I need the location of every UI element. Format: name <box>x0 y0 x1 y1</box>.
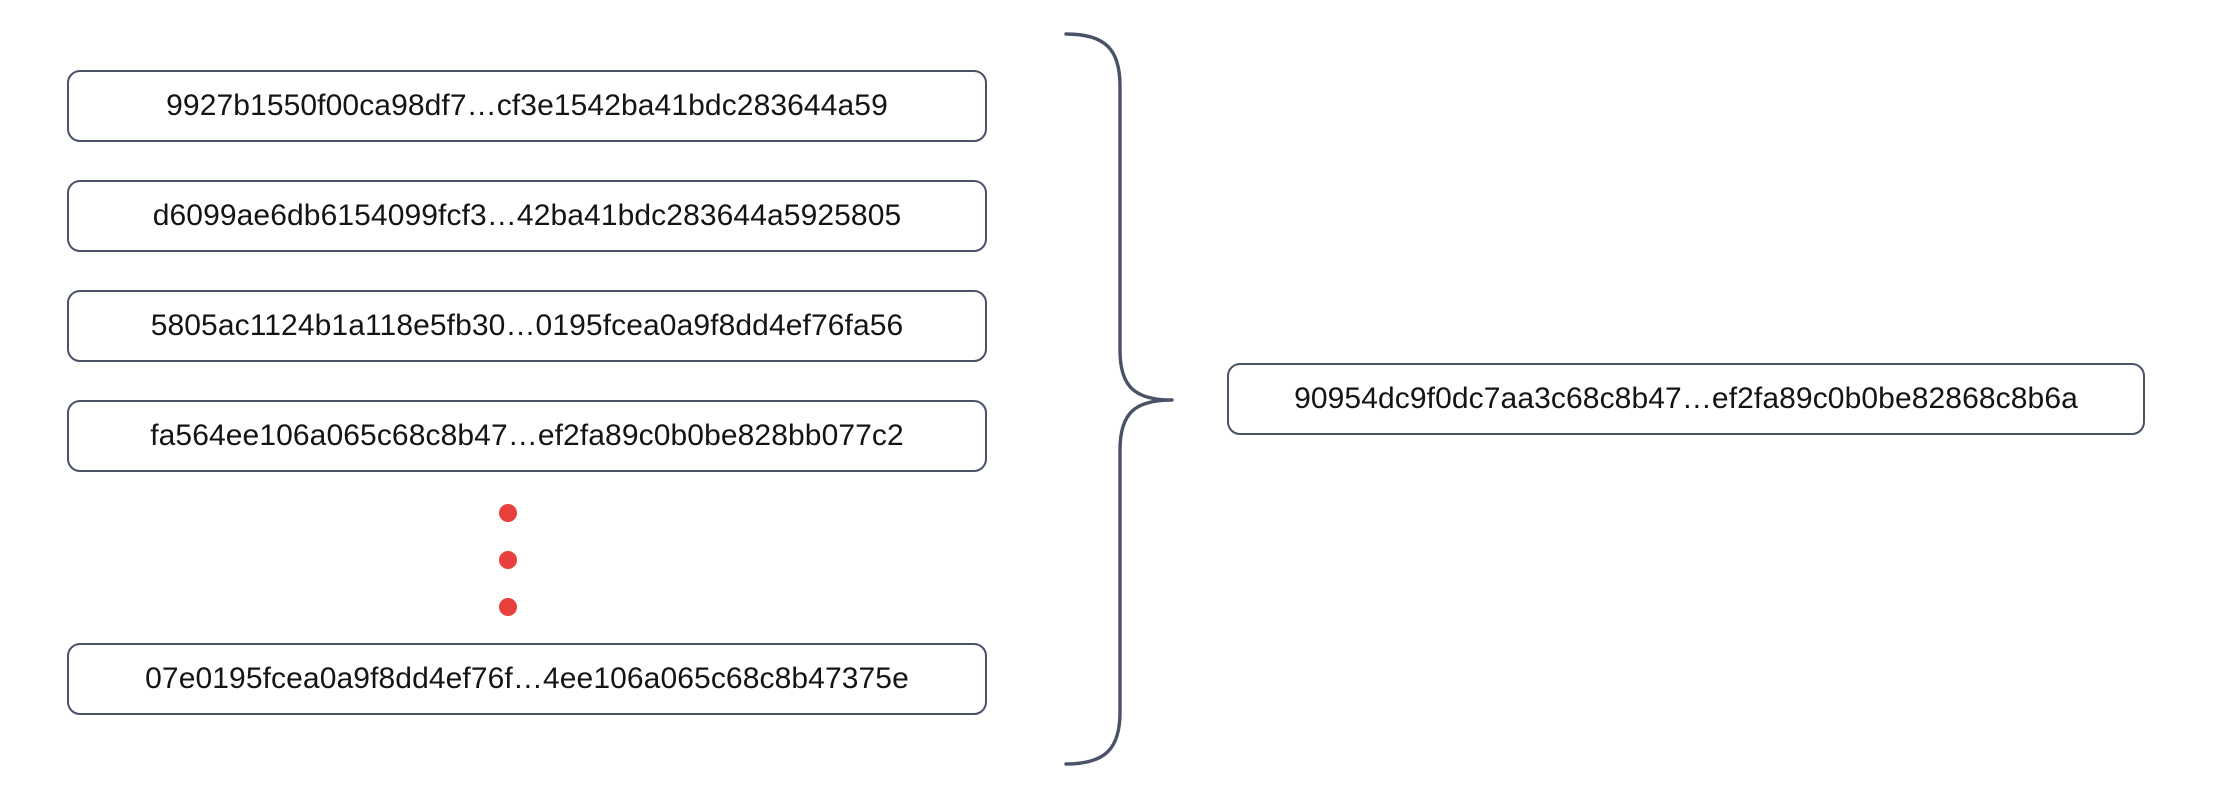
ellipsis-dot-icon <box>499 551 517 569</box>
ellipsis-dot-icon <box>499 504 517 522</box>
input-hash-box-3[interactable]: 5805ac1124b1a118e5fb30…0195fcea0a9f8dd4e… <box>67 290 987 362</box>
input-hash-text-5: 07e0195fcea0a9f8dd4ef76f…4ee106a065c68c8… <box>145 662 909 695</box>
input-hash-text-2: d6099ae6db6154099fcf3…42ba41bdc283644a59… <box>152 199 902 232</box>
curly-brace-icon <box>1064 32 1174 766</box>
input-hash-box-1[interactable]: 9927b1550f00ca98df7…cf3e1542ba41bdc28364… <box>67 70 987 142</box>
curly-brace-connector <box>1020 14 1220 784</box>
output-hash-box[interactable]: 90954dc9f0dc7aa3c68c8b47…ef2fa89c0b0be82… <box>1227 363 2145 435</box>
input-hash-box-2[interactable]: d6099ae6db6154099fcf3…42ba41bdc283644a59… <box>67 180 987 252</box>
input-hash-text-4: fa564ee106a065c68c8b47…ef2fa89c0b0be828b… <box>150 419 904 452</box>
input-hash-text-3: 5805ac1124b1a118e5fb30…0195fcea0a9f8dd4e… <box>150 309 904 342</box>
vertical-ellipsis-dots <box>499 504 519 624</box>
input-hash-text-1: 9927b1550f00ca98df7…cf3e1542ba41bdc28364… <box>166 89 888 122</box>
output-hash-text: 90954dc9f0dc7aa3c68c8b47…ef2fa89c0b0be82… <box>1294 382 2078 415</box>
input-hash-box-4[interactable]: fa564ee106a065c68c8b47…ef2fa89c0b0be828b… <box>67 400 987 472</box>
input-hash-box-5[interactable]: 07e0195fcea0a9f8dd4ef76f…4ee106a065c68c8… <box>67 643 987 715</box>
ellipsis-dot-icon <box>499 598 517 616</box>
